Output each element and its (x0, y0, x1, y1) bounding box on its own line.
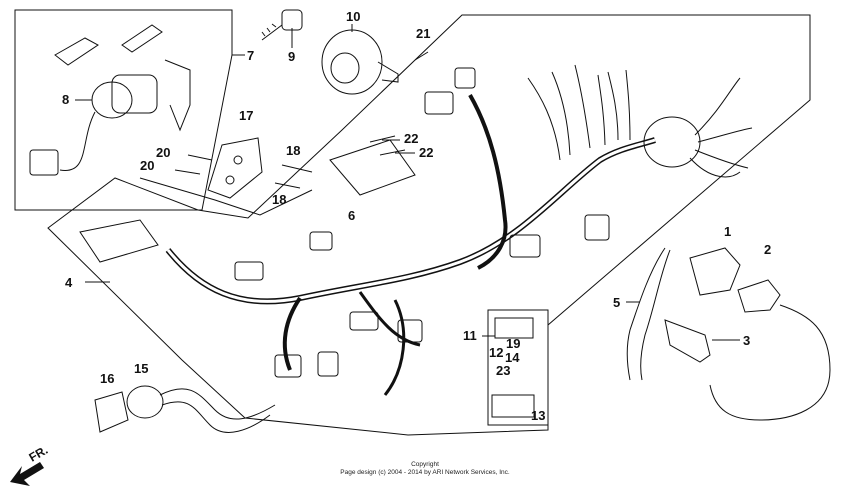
meter-wires (689, 77, 753, 178)
horn (321, 29, 383, 95)
connector-c (349, 311, 379, 331)
coil-clamp (689, 247, 741, 296)
callout-20-upper: 20 (156, 145, 170, 160)
connector-a (234, 261, 264, 281)
harness-wires-top (527, 64, 631, 161)
fuse-2 (379, 149, 406, 156)
connector-e (274, 354, 302, 378)
callout-6: 6 (348, 208, 355, 223)
callout-3: 3 (743, 333, 750, 348)
connector-i (424, 91, 454, 115)
fuse-1 (369, 135, 396, 143)
callout-22-lower: 22 (419, 145, 433, 160)
coil-lead-5 (626, 247, 671, 381)
lock-cylinder-right (121, 24, 163, 53)
fuse-box (329, 139, 416, 196)
callout-19: 19 (506, 336, 520, 351)
callout-18-lower: 18 (272, 192, 286, 207)
regulator-unit (494, 317, 534, 339)
key-head (281, 9, 303, 31)
callout-15: 15 (134, 361, 148, 376)
regulator-bracket (487, 309, 549, 426)
callout-9: 9 (288, 49, 295, 64)
regulator-lower (491, 394, 535, 418)
harness-branch-left (282, 296, 302, 371)
callout-16: 16 (100, 371, 114, 386)
main-harness-loom-inner (166, 138, 656, 303)
key (261, 23, 283, 41)
bolt-18-upper (281, 164, 313, 173)
ignition-switch-cylinder (111, 74, 158, 114)
connector-g (509, 234, 541, 258)
starter-switch-wires (159, 388, 276, 433)
callout-18-upper: 18 (286, 143, 300, 158)
callout-1: 1 (724, 224, 731, 239)
connector-h (584, 214, 610, 241)
bolt-18-lower (274, 182, 301, 189)
callout-13: 13 (531, 408, 545, 423)
ignition-cable (59, 111, 96, 171)
callout-22-upper: 22 (404, 131, 418, 146)
callout-14: 14 (505, 350, 520, 365)
ignition-key (164, 59, 191, 132)
callout-4: 4 (65, 275, 73, 290)
bracket-hole-1 (233, 155, 243, 165)
lock-cylinder-left (54, 37, 99, 66)
connector-b (309, 231, 333, 251)
callout-11: 11 (463, 328, 477, 343)
connector-j (454, 67, 476, 89)
horn-bracket (377, 61, 399, 83)
bolt-20-lower (174, 169, 201, 175)
copyright-title: Copyright (411, 461, 439, 468)
meter-body (643, 116, 701, 168)
bolt-20-upper (187, 154, 213, 161)
bolt-21 (414, 51, 429, 61)
connector-d (397, 319, 423, 343)
callout-8: 8 (62, 92, 69, 107)
ignition-connector (29, 149, 59, 176)
horn-face (330, 52, 360, 84)
spark-plug-cap (664, 319, 711, 363)
starter-switch (126, 385, 164, 419)
callout-23: 23 (496, 363, 510, 378)
callout-10: 10 (346, 9, 360, 24)
callout-5: 5 (613, 295, 620, 310)
harness-group-outline (47, 14, 811, 436)
copyright-notice: Page design (c) 2004 - 2014 by ARI Netwo… (340, 469, 510, 476)
callout-21: 21 (416, 26, 430, 41)
front-direction-label: FR. (27, 443, 51, 465)
callout-7: 7 (247, 48, 254, 63)
harness-branch-upper (468, 94, 508, 270)
callout-17: 17 (239, 108, 253, 123)
ignition-coil (737, 279, 781, 313)
switch-housing (94, 391, 129, 433)
callout-12: 12 (489, 345, 503, 360)
callout-20-lower: 20 (140, 158, 154, 173)
ignition-switch-group-outline (14, 9, 233, 211)
relay-plate (79, 219, 159, 263)
bracket-hole-2 (225, 175, 235, 185)
high-tension-lead (709, 304, 831, 421)
harness-branch-lower (358, 291, 421, 396)
front-direction-arrow (10, 462, 44, 486)
connector-f (317, 351, 339, 377)
bracket-group-outline (139, 177, 313, 216)
switch-bracket (207, 137, 263, 199)
callout-2: 2 (764, 242, 771, 257)
